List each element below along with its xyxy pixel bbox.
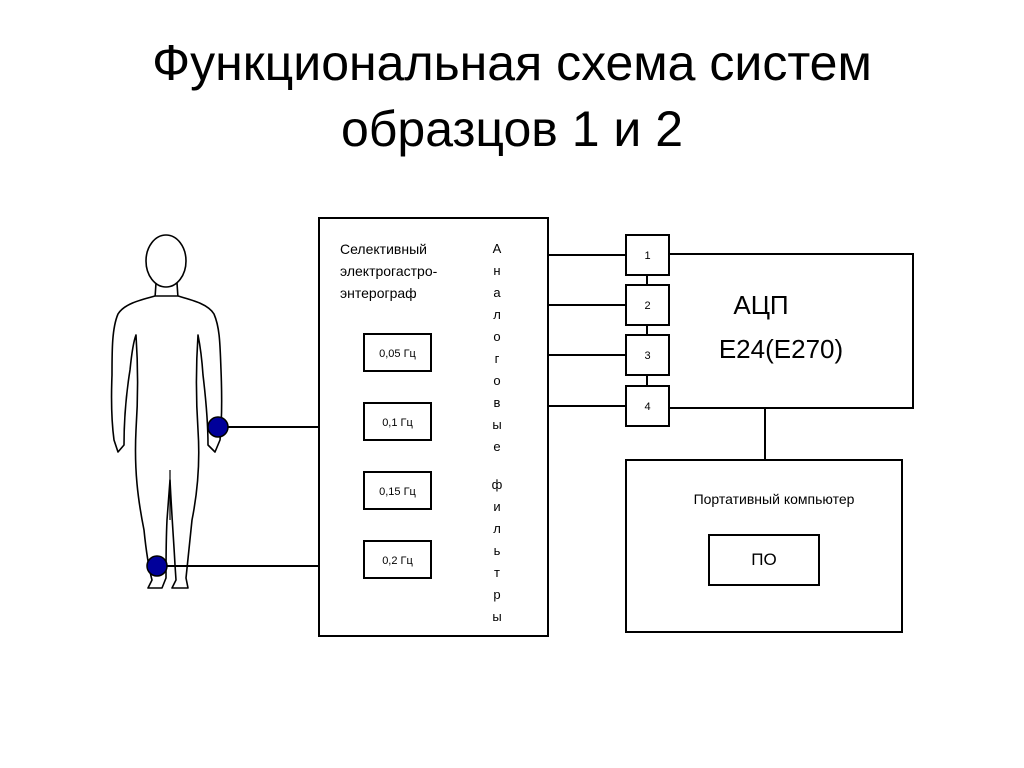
egeg-label-line-3: энтерограф (340, 285, 417, 301)
computer-label: Портативный компьютер (694, 491, 855, 507)
adc-model: E24(E270) (719, 334, 843, 364)
channel-number: 3 (644, 350, 650, 362)
vertical-letter: г (495, 351, 500, 366)
figure-head (145, 234, 187, 288)
filter-label: 0,2 Гц (382, 555, 413, 567)
channel-box: 3 (625, 334, 670, 376)
filter-box: 0,15 Гц (363, 471, 432, 510)
vertical-label-analog-filters: А н а л о г о в ы е ф и л ь т р ы (492, 241, 503, 624)
vertical-letter: ы (492, 417, 501, 432)
channel-wires (548, 254, 626, 407)
filter-box: 0,05 Гц (363, 333, 432, 372)
vertical-letter: ь (494, 543, 501, 558)
vertical-letter: а (493, 285, 501, 300)
vertical-letter: л (493, 521, 501, 536)
filter-label: 0,15 Гц (379, 486, 416, 498)
vertical-letter: л (493, 307, 501, 322)
channel-box: 4 (625, 385, 670, 427)
vertical-letter: н (493, 263, 500, 278)
channel-box: 2 (625, 284, 670, 326)
vertical-letter: т (494, 565, 500, 580)
vertical-letter: р (493, 587, 500, 602)
egeg-box (318, 217, 549, 637)
adc-box (646, 253, 914, 409)
software-box (708, 534, 820, 586)
title-line-1: Функциональная схема систем (152, 35, 872, 91)
channel-box: 1 (625, 234, 670, 276)
channel-number: 1 (644, 250, 650, 262)
channel-number: 2 (644, 300, 650, 312)
computer-box (625, 459, 903, 633)
egeg-label-line-1: Селективный (340, 241, 427, 257)
lower-electrode (146, 555, 168, 577)
filter-box: 0,2 Гц (363, 540, 432, 579)
vertical-letter: в (494, 395, 501, 410)
filter-label: 0,1 Гц (382, 417, 413, 429)
vertical-letter: ы (492, 609, 501, 624)
slide-title: Функциональная схема систем образцов 1 и… (0, 30, 1024, 162)
vertical-letter: ф (492, 477, 503, 492)
egeg-label-line-2: электрогастро- (340, 263, 438, 279)
vertical-letter: А (493, 241, 502, 256)
vertical-letter: е (493, 439, 500, 454)
channel-number: 4 (644, 401, 650, 413)
vertical-letter: и (493, 499, 500, 514)
filter-box: 0,1 Гц (363, 402, 432, 441)
electrode-wires (157, 426, 319, 567)
title-line-2: образцов 1 и 2 (340, 101, 684, 157)
adc-title: АЦП (733, 290, 788, 320)
software-label: ПО (751, 550, 776, 569)
upper-electrode (207, 416, 229, 438)
vertical-letter: о (493, 329, 500, 344)
figure-body (110, 295, 223, 589)
vertical-letter: о (493, 373, 500, 388)
filter-label: 0,05 Гц (379, 348, 416, 360)
human-figure (110, 234, 223, 589)
